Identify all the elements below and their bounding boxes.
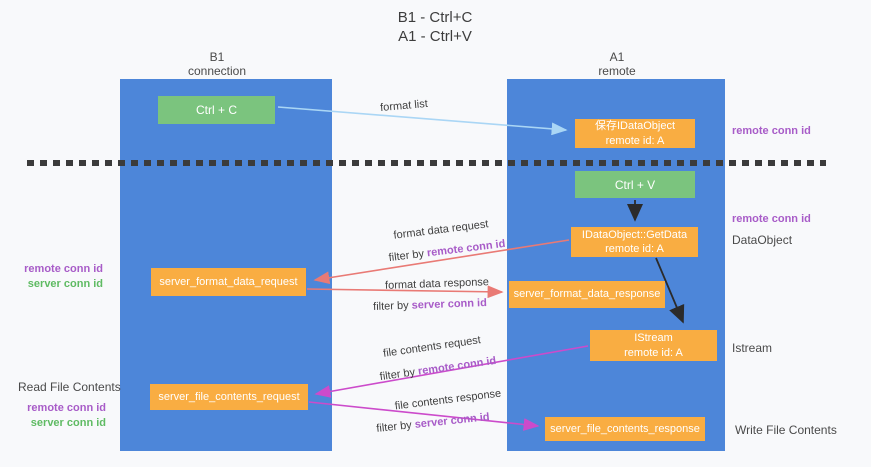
lane-a1-name: A1 (609, 50, 625, 64)
ctrl-v-label: Ctrl + V (614, 177, 656, 192)
lane-a1-subtitle: remote (598, 64, 636, 78)
getdata-line2: remote id: A (605, 243, 664, 255)
filter-by-text-2: filter by (372, 299, 409, 313)
server-file-contents-response-label: server_file_contents_response (550, 422, 700, 435)
save-idataobject-line1: 保存IDataObject (594, 120, 676, 133)
right-remote-conn-id-mid: remote conn id (732, 213, 811, 225)
node-server-file-contents-request: server_file_contents_request (150, 384, 308, 410)
right-remote-conn-id-top: remote conn id (732, 125, 811, 137)
file-contents-request-arrow (314, 345, 589, 398)
istream-line2: remote id: A (624, 346, 683, 359)
left-server-conn-id-top: server conn id (27, 278, 103, 290)
server-format-data-response-label: server_format_data_response (513, 288, 661, 301)
left-conn-id-group-top: remote conn id server conn id (18, 262, 103, 292)
lane-header-a1: A1 remote (557, 50, 677, 78)
ctrl-c-label: Ctrl + C (195, 103, 237, 117)
format-data-request-arrow (313, 239, 570, 285)
node-ctrl-c: Ctrl + C (158, 96, 275, 124)
right-write-file-contents-label: Write File Contents (735, 423, 837, 437)
left-server-conn-id-bottom: server conn id (30, 417, 106, 429)
left-conn-id-group-bottom: remote conn id server conn id (18, 401, 106, 431)
node-server-format-data-response: server_format_data_response (509, 281, 665, 308)
node-server-format-data-request: server_format_data_request (151, 268, 306, 296)
title-line-1: B1 - Ctrl+C (397, 9, 473, 26)
left-remote-conn-id-top: remote conn id (24, 263, 103, 275)
getdata-to-istream-arrow (655, 257, 685, 324)
left-read-file-contents-label: Read File Contents (18, 380, 121, 394)
save-idataobject-line2: remote id: A (605, 134, 665, 147)
format-list-arrow (277, 106, 568, 136)
node-idataobject-getdata: IDataObject::GetData remote id: A (571, 227, 698, 257)
file-contents-response-arrow (308, 401, 540, 431)
istream-line1: IStream (634, 332, 673, 345)
right-istream-label: Istream (732, 341, 773, 355)
diagram-title: B1 - Ctrl+C A1 - Ctrl+V (300, 8, 570, 46)
format-data-response-arrow (306, 285, 504, 299)
right-dataobject-label: DataObject (732, 233, 793, 247)
lane-b1-subtitle: connection (187, 64, 247, 78)
node-server-file-contents-response: server_file_contents_response (545, 417, 705, 441)
node-istream: IStream remote id: A (590, 330, 717, 361)
node-save-idataobject: 保存IDataObject remote id: A (575, 119, 695, 148)
lane-header-b1: B1 connection (157, 50, 277, 78)
lane-b1-name: B1 (209, 50, 225, 64)
title-line-2: A1 - Ctrl+V (398, 28, 472, 45)
server-format-data-request-label: server_format_data_request (159, 275, 298, 288)
left-remote-conn-id-bottom: remote conn id (27, 402, 106, 414)
getdata-line1: IDataObject::GetData (581, 228, 688, 241)
server-file-contents-request-label: server_file_contents_request (158, 390, 300, 403)
node-ctrl-v: Ctrl + V (575, 171, 695, 198)
